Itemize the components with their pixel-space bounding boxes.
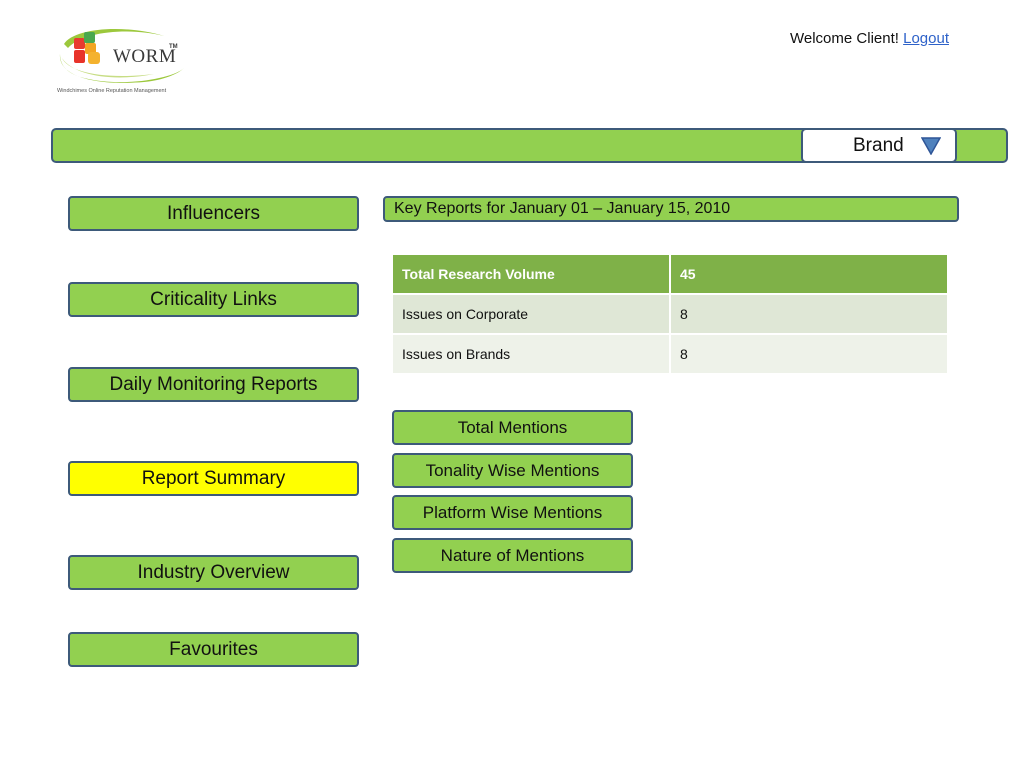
sidebar-item-label: Industry Overview bbox=[137, 561, 290, 583]
table-cell: 8 bbox=[671, 293, 947, 333]
nature-of-mentions-button[interactable]: Nature of Mentions bbox=[392, 538, 633, 573]
table-header-cell: 45 bbox=[671, 255, 947, 293]
chevron-down-icon bbox=[921, 137, 941, 155]
button-label: Platform Wise Mentions bbox=[422, 502, 603, 522]
tonality-wise-mentions-button[interactable]: Tonality Wise Mentions bbox=[392, 453, 633, 488]
key-reports-table: Total Research Volume 45 Issues on Corpo… bbox=[393, 255, 947, 373]
report-title: Key Reports for January 01 – January 15,… bbox=[394, 200, 731, 217]
table-row: Issues on Corporate 8 bbox=[393, 293, 947, 333]
sidebar-item-label: Daily Monitoring Reports bbox=[109, 373, 318, 395]
sidebar-item-influencers[interactable]: Influencers bbox=[68, 196, 359, 231]
platform-wise-mentions-button[interactable]: Platform Wise Mentions bbox=[392, 495, 633, 530]
logo-trademark: TM bbox=[169, 44, 178, 50]
welcome-text: Welcome Client! bbox=[790, 30, 899, 47]
welcome-area: Welcome Client! Logout bbox=[790, 30, 949, 47]
button-label: Tonality Wise Mentions bbox=[425, 460, 600, 480]
brand-dropdown-value: Brand bbox=[853, 135, 904, 156]
sidebar-item-label: Influencers bbox=[167, 202, 260, 224]
table-cell: 8 bbox=[671, 333, 947, 373]
table-row: Issues on Brands 8 bbox=[393, 333, 947, 373]
sidebar-item-label: Criticality Links bbox=[150, 288, 277, 310]
table-cell: Issues on Brands bbox=[393, 333, 671, 373]
sidebar-item-label: Report Summary bbox=[141, 467, 286, 489]
sidebar-item-label: Favourites bbox=[169, 638, 258, 660]
logout-link[interactable]: Logout bbox=[903, 30, 949, 47]
report-title-bar: Key Reports for January 01 – January 15,… bbox=[383, 196, 959, 222]
worm-logo: WORM TM Windchimes Online Reputation Man… bbox=[54, 24, 194, 98]
table-cell: Issues on Corporate bbox=[393, 293, 671, 333]
total-mentions-button[interactable]: Total Mentions bbox=[392, 410, 633, 445]
logo-tagline: Windchimes Online Reputation Management bbox=[57, 88, 167, 94]
sidebar-item-industry-overview[interactable]: Industry Overview bbox=[68, 555, 359, 590]
logo-emblem-icon bbox=[59, 29, 184, 83]
sidebar-item-daily-monitoring-reports[interactable]: Daily Monitoring Reports bbox=[68, 367, 359, 402]
sidebar-item-report-summary[interactable]: Report Summary bbox=[68, 461, 359, 496]
table-header-row: Total Research Volume 45 bbox=[393, 255, 947, 293]
table-header-cell: Total Research Volume bbox=[393, 255, 671, 293]
brand-dropdown[interactable]: Brand bbox=[801, 128, 957, 163]
logo-wordmark: WORM bbox=[113, 46, 177, 67]
button-label: Nature of Mentions bbox=[440, 545, 585, 565]
button-label: Total Mentions bbox=[457, 417, 568, 437]
sidebar-item-criticality-links[interactable]: Criticality Links bbox=[68, 282, 359, 317]
sidebar-item-favourites[interactable]: Favourites bbox=[68, 632, 359, 667]
